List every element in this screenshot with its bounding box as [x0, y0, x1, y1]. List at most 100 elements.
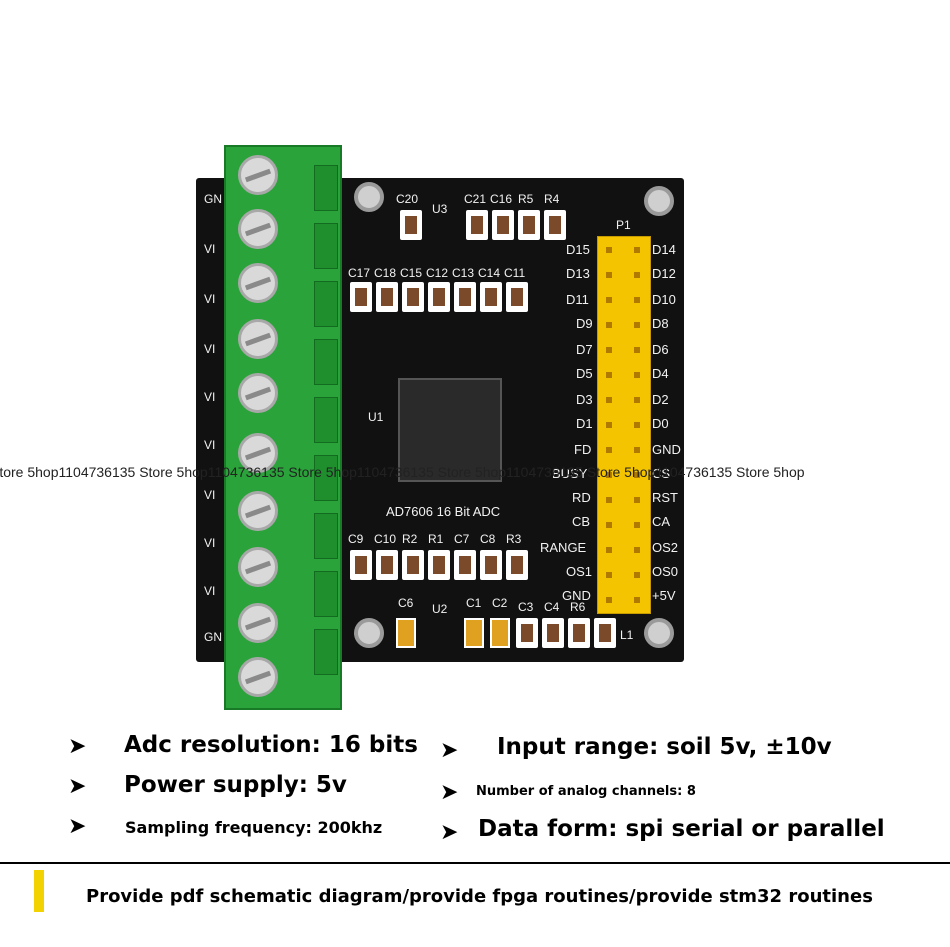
component-label: C1 [466, 596, 482, 610]
screw [238, 657, 278, 697]
header-left-label: D13 [566, 266, 590, 281]
bullet-arrow-icon: ➤ [440, 780, 459, 805]
footer-decoration [34, 870, 44, 912]
component-label: C4 [544, 600, 560, 614]
smd-component [594, 618, 616, 648]
footer-text: Provide pdf schematic diagram/provide fp… [86, 886, 873, 907]
smd-component [506, 550, 528, 580]
screw [238, 491, 278, 531]
header-left-label: FD [574, 442, 592, 457]
component-label: U3 [432, 202, 448, 216]
header-right-label: D6 [652, 342, 669, 357]
smd-component [402, 550, 424, 580]
header-right-label: GND [652, 442, 681, 457]
left-pin-label: VI [204, 342, 216, 356]
l1-label: L1 [620, 628, 634, 642]
left-pin-label: VI [204, 438, 216, 452]
mounting-hole [354, 618, 384, 648]
divider [0, 862, 950, 864]
left-pin-label: VI [204, 242, 216, 256]
component-label: R2 [402, 532, 418, 546]
header-right-label: OS0 [652, 564, 679, 579]
component-label: C7 [454, 532, 470, 546]
header-left-label: D5 [576, 366, 593, 381]
component-label: C10 [374, 532, 397, 546]
smd-component [400, 210, 422, 240]
tantalum-capacitor [396, 618, 416, 648]
component-label: C9 [348, 532, 364, 546]
smd-component [428, 282, 450, 312]
component-label: C2 [492, 596, 508, 610]
smd-component [402, 282, 424, 312]
ad7606-chip [398, 378, 502, 482]
screw [238, 263, 278, 303]
left-pin-label: VI [204, 536, 216, 550]
header-left-label: RD [572, 490, 591, 505]
header-right-label: CS [652, 466, 671, 481]
smd-component [542, 618, 564, 648]
smd-component [428, 550, 450, 580]
component-label: C13 [452, 266, 475, 280]
header-right-label: D12 [652, 266, 676, 281]
header-left-label: RANGE [540, 540, 587, 555]
component-label: C17 [348, 266, 371, 280]
chip-label: AD7606 16 Bit ADC [386, 504, 501, 519]
header-left-label: CB [572, 514, 591, 529]
component-label: R1 [428, 532, 444, 546]
screw [238, 547, 278, 587]
header-right-label: D2 [652, 392, 669, 407]
header-right-label: D14 [652, 242, 676, 257]
smd-component [568, 618, 590, 648]
feature-right-3: Data form: spi serial or parallel [478, 816, 885, 842]
smd-component [516, 618, 538, 648]
header-left-label: D15 [566, 242, 590, 257]
header-right-label: +5V [652, 588, 676, 603]
header-left-label: D7 [576, 342, 593, 357]
component-label: C6 [398, 596, 414, 610]
mounting-hole [644, 618, 674, 648]
header-left-label: OS1 [566, 564, 593, 579]
mounting-hole [644, 186, 674, 216]
screw [238, 155, 278, 195]
header-right-label: D0 [652, 416, 669, 431]
component-label: C12 [426, 266, 449, 280]
bullet-arrow-icon: ➤ [440, 738, 459, 763]
header-right-label: D4 [652, 366, 669, 381]
screw [238, 319, 278, 359]
feature-left-3: Sampling frequency: 200khz [125, 818, 383, 837]
mounting-hole [354, 182, 384, 212]
screw-terminal-block [224, 145, 342, 710]
screw [238, 433, 278, 473]
left-pin-label: GN [204, 630, 222, 644]
screw [238, 603, 278, 643]
smd-component [506, 282, 528, 312]
component-label: C21 [464, 192, 487, 206]
header-left-label: BUSY [552, 466, 588, 481]
header-left-label: D1 [576, 416, 593, 431]
component-label: C20 [396, 192, 419, 206]
screw [238, 209, 278, 249]
smd-component [492, 210, 514, 240]
component-label: C15 [400, 266, 423, 280]
component-label: R4 [544, 192, 560, 206]
bullet-arrow-icon: ➤ [68, 734, 87, 759]
tantalum-capacitor [490, 618, 510, 648]
feature-left-2: Power supply: 5v [124, 772, 347, 798]
tantalum-capacitor [464, 618, 484, 648]
component-label: C3 [518, 600, 534, 614]
u2-label: U2 [432, 602, 448, 616]
component-label: C16 [490, 192, 513, 206]
smd-component [376, 282, 398, 312]
smd-component [518, 210, 540, 240]
header-left-label: D11 [566, 292, 589, 307]
component-label: R3 [506, 532, 522, 546]
feature-left-1: Adc resolution: 16 bits [124, 732, 418, 758]
smd-component [454, 550, 476, 580]
header-left-label: D9 [576, 316, 593, 331]
component-label: C11 [504, 266, 526, 280]
feature-right-2: Number of analog channels: 8 [476, 784, 696, 799]
header-right-label: OS2 [652, 540, 679, 555]
smd-component [466, 210, 488, 240]
left-pin-label: VI [204, 488, 216, 502]
left-pin-label: VI [204, 390, 216, 404]
